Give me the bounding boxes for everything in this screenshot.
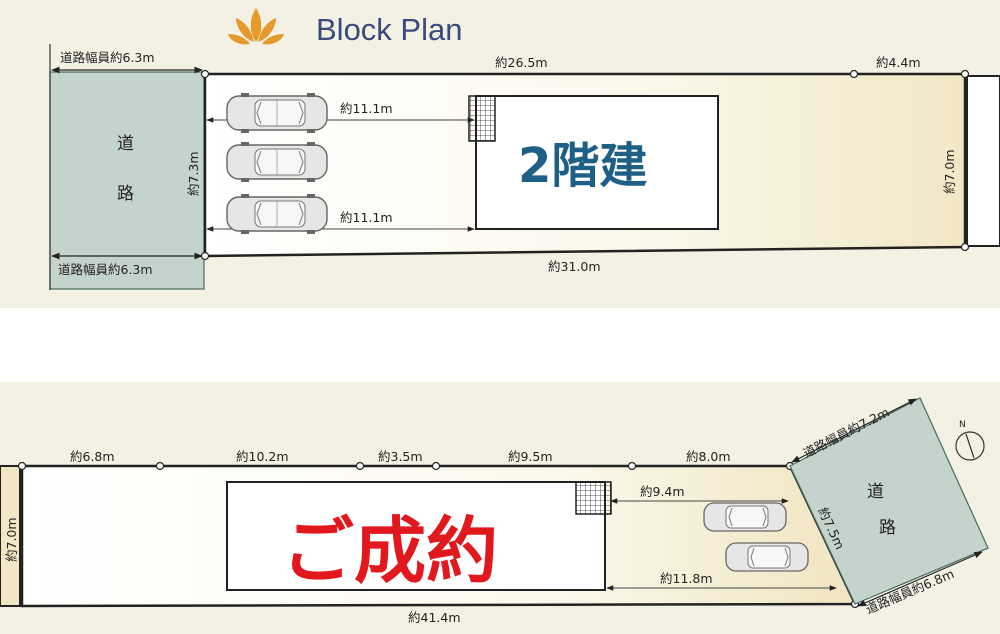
bottom-plan-drawing: 約7.0m 約6.8m 約10.2m 約3.5m 約9.5m 約8.0m 約41…: [0, 397, 989, 625]
parking-depth-bottom-label: 約11.1m: [340, 210, 393, 225]
neighbor-lot: [966, 75, 1000, 247]
north-compass-icon: [955, 431, 985, 461]
road-width-top-label: 道路幅員約6.3m: [60, 50, 155, 65]
parking-depth-top-label: 約9.4m: [640, 484, 685, 499]
neighbor-lot: [0, 465, 21, 607]
car-icon: [703, 502, 787, 532]
building-label: 2階建: [518, 138, 647, 194]
left-width-label: 約7.0m: [4, 517, 19, 562]
bottom-plan-panel: 約7.0m 約6.8m 約10.2m 約3.5m 約9.5m 約8.0m 約41…: [0, 382, 1000, 634]
car-icon: [226, 92, 328, 134]
car-icon: [725, 542, 809, 572]
entrance-steps: [575, 481, 612, 515]
top-plan-panel: Block Plan 道 路 道路幅員約6.3m 道路幅員約6.3m 約26.5…: [0, 0, 1000, 308]
sold-label: ご成約: [282, 509, 498, 593]
frontage-label: 約7.3m: [186, 151, 201, 196]
segment-2-label: 約10.2m: [236, 449, 289, 464]
car-icon: [226, 193, 328, 235]
segment-1-label: 約6.8m: [70, 449, 115, 464]
top-length-label: 約26.5m: [495, 55, 548, 70]
top-right-length-label: 約4.4m: [876, 55, 921, 70]
building-footprint: [226, 481, 606, 591]
top-plan-drawing: Block Plan 道 路 道路幅員約6.3m 道路幅員約6.3m 約26.5…: [49, 8, 1000, 290]
entrance-steps: [468, 95, 496, 142]
building-footprint: [475, 95, 719, 230]
road-label-char-1: 道: [117, 134, 134, 154]
bottom-length-label: 約31.0m: [548, 259, 601, 274]
segment-5-label: 約8.0m: [686, 449, 731, 464]
road-label-char-2: 路: [879, 518, 896, 538]
lotus-logo-icon: [228, 8, 284, 45]
road-label-char-2: 路: [117, 184, 134, 204]
right-width-label: 約7.0m: [942, 149, 957, 194]
road-width-bottom-label: 道路幅員約6.3m: [58, 262, 153, 277]
parking-depth-top-label: 約11.1m: [340, 101, 393, 116]
page-title: Block Plan: [316, 12, 462, 47]
road-label-char-1: 道: [867, 482, 884, 502]
parking-depth-bottom-label: 約11.8m: [660, 571, 713, 586]
segment-3-label: 約3.5m: [378, 449, 423, 464]
segment-4-label: 約9.5m: [508, 449, 553, 464]
total-length-label: 約41.4m: [408, 610, 461, 625]
compass-north-label: N: [959, 420, 966, 430]
car-icon: [226, 141, 328, 183]
